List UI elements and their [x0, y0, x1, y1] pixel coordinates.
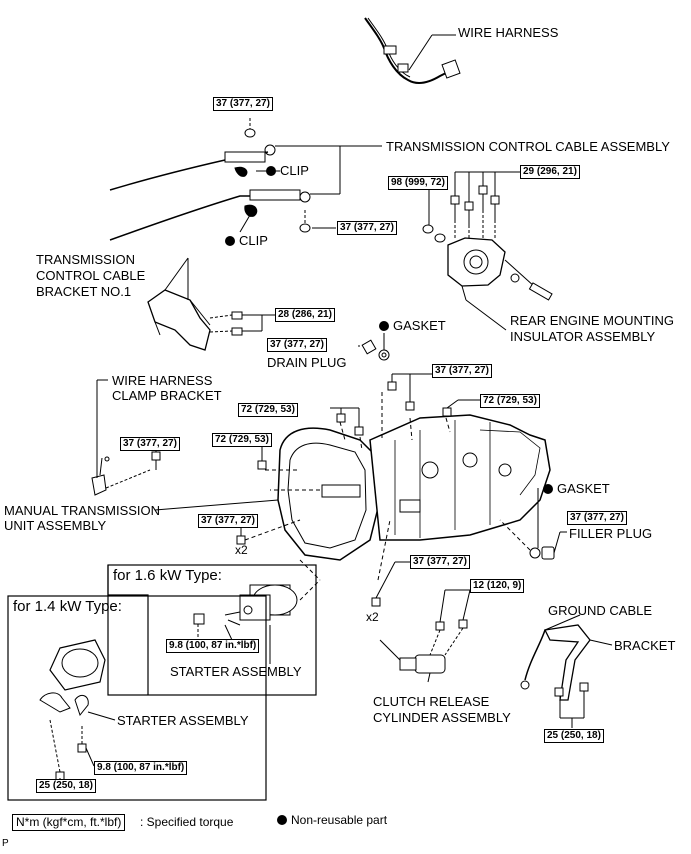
torque-spec: 98 (999, 72): [388, 176, 448, 190]
clamp-bracket-label-line1: WIRE HARNESS: [112, 373, 213, 388]
non-reusable-dot-icon: [543, 484, 553, 494]
legend-torque-text: : Specified torque: [140, 815, 234, 829]
torque-spec: 37 (377, 27): [337, 221, 397, 235]
rear-mount-label-line1: REAR ENGINE MOUNTING: [510, 313, 674, 328]
starter-16-label: STARTER ASSEMBLY: [170, 664, 302, 679]
clutch-cylinder-drawing: [379, 589, 471, 683]
torque-spec: 72 (729, 53): [212, 433, 272, 447]
torque-spec: 28 (286, 21): [275, 308, 335, 322]
bracket-label: BRACKET: [614, 638, 676, 653]
torque-spec: 9.8 (100, 87 in.*lbf): [166, 639, 260, 653]
torque-spec: 37 (377, 27): [198, 514, 258, 528]
rear-mount-drawing: [422, 171, 553, 331]
clip-label-1: CLIP: [266, 163, 309, 178]
clutch-label-line2: CYLINDER ASSEMBLY: [373, 710, 511, 725]
torque-spec: 37 (377, 27): [213, 97, 273, 111]
legend-drawing: [277, 815, 287, 825]
transmission-label-line2: UNIT ASSEMBLY: [4, 518, 107, 533]
bracket-no1-label-line3: BRACKET NO.1: [36, 284, 132, 299]
non-reusable-dot-icon: [225, 236, 235, 246]
starter-16-title: for 1.6 kW Type:: [113, 567, 222, 584]
starter-16-box: [107, 559, 321, 696]
torque-spec: 37 (377, 27): [120, 437, 180, 451]
clutch-label-line1: CLUTCH RELEASE: [373, 694, 490, 709]
transmission-drawing: [154, 373, 567, 607]
ground-bracket-drawing: [520, 614, 613, 728]
bracket-no1-drawing: [147, 257, 276, 351]
starter-14-title: for 1.4 kW Type:: [13, 598, 122, 615]
non-reusable-dot-icon: [266, 166, 276, 176]
control-cable-drawing: [109, 118, 382, 241]
starter-14-label: STARTER ASSEMBLY: [117, 713, 249, 728]
wire-harness-drawing: [364, 17, 461, 84]
bracket-no1-label-line1: TRANSMISSION: [36, 252, 135, 267]
legend-torque-box: N*m (kgf*cm, ft.*lbf): [12, 814, 126, 831]
gasket-label-top: GASKET: [379, 318, 446, 333]
torque-spec: 12 (120, 9): [470, 579, 525, 593]
rear-mount-label-line2: INSULATOR ASSEMBLY: [510, 329, 656, 344]
transmission-label-line1: MANUAL TRANSMISSION: [4, 503, 161, 518]
torque-spec: 72 (729, 53): [480, 394, 540, 408]
torque-spec: 37 (377, 27): [410, 555, 470, 569]
ground-cable-label: GROUND CABLE: [548, 603, 653, 618]
quantity-multiplier: x2: [366, 610, 379, 624]
torque-spec: 72 (729, 53): [238, 403, 298, 417]
torque-spec: 25 (250, 18): [36, 779, 96, 793]
bracket-no1-label-line2: CONTROL CABLE: [36, 268, 146, 283]
drain-plug-label: DRAIN PLUG: [267, 355, 347, 370]
clamp-bracket-label-line2: CLAMP BRACKET: [112, 388, 222, 403]
torque-spec: 9.8 (100, 87 in.*lbf): [94, 761, 188, 775]
non-reusable-dot-icon: [379, 321, 389, 331]
quantity-multiplier: x2: [235, 543, 248, 557]
filler-plug-label: FILLER PLUG: [569, 526, 653, 541]
torque-spec: 37 (377, 27): [567, 511, 627, 525]
clip-label-2: CLIP: [225, 233, 268, 248]
torque-spec: 37 (377, 27): [432, 364, 492, 378]
legend-nonreusable-text: Non-reusable part: [291, 813, 388, 827]
control-cable-label: TRANSMISSION CONTROL CABLE ASSEMBLY: [386, 139, 670, 154]
drain-plug-drawing: [358, 333, 390, 361]
torque-spec: 37 (377, 27): [267, 338, 327, 352]
clamp-bracket-drawing: [91, 379, 161, 496]
torque-spec: 25 (250, 18): [544, 729, 604, 743]
starter-14-box: [7, 565, 267, 801]
gasket-label-right: GASKET: [543, 481, 610, 496]
page-code: P: [2, 838, 9, 849]
wire-harness-label: WIRE HARNESS: [458, 25, 559, 40]
torque-spec: 29 (296, 21): [520, 165, 580, 179]
